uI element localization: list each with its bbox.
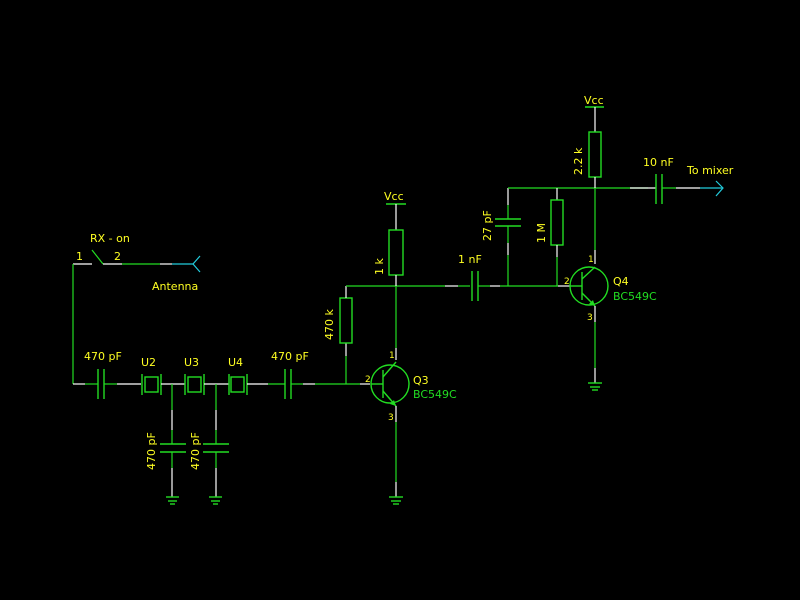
q3-ref: Q3 <box>413 374 429 387</box>
q3-coupling-capacitor[interactable]: 470 pF <box>271 350 309 399</box>
antenna-label: Antenna <box>152 280 198 293</box>
output-label[interactable]: To mixer <box>686 164 734 177</box>
ground-icon <box>209 496 222 505</box>
q3-coupling-cap-value: 470 pF <box>271 350 309 363</box>
crystal-u2-ref: U2 <box>141 356 156 369</box>
switch-pin-2: 2 <box>114 250 121 263</box>
q3-part: BC549C <box>413 388 457 401</box>
crystal-u3[interactable]: U3 <box>184 356 205 395</box>
output-cap-value: 10 nF <box>643 156 674 169</box>
q4-coupling-capacitor[interactable]: 1 nF <box>458 253 482 301</box>
crystal-u2[interactable]: U2 <box>141 356 162 395</box>
ground-icon <box>588 382 602 391</box>
switch-label: RX - on <box>90 232 130 245</box>
q3-bias-resistor-value: 470 k <box>323 309 336 340</box>
antenna-icon <box>192 255 201 273</box>
q4-coupling-cap-value: 1 nF <box>458 253 482 266</box>
q4-pin-base: 2 <box>564 277 570 287</box>
shunt-capacitor-1[interactable]: 470 pF <box>145 432 186 470</box>
q4-part: BC549C <box>613 290 657 303</box>
output-capacitor[interactable]: 10 nF <box>643 156 674 204</box>
q4-collector-resistor[interactable]: 2.2 k <box>572 131 602 178</box>
ground-icon <box>389 496 403 505</box>
q4-ref: Q4 <box>613 275 629 288</box>
switch-pin-1: 1 <box>76 250 83 263</box>
q4-bias-resistor[interactable]: 1 M <box>535 199 564 246</box>
q4-bias-resistor-value: 1 M <box>535 223 548 243</box>
crystal-u4-ref: U4 <box>228 356 243 369</box>
q4-pin-emitter: 3 <box>587 313 593 323</box>
q4-collector-resistor-value: 2.2 k <box>572 147 585 175</box>
shunt-cap-1-value: 470 pF <box>145 432 158 470</box>
vcc-q4-label: Vcc <box>584 94 604 107</box>
input-capacitor[interactable]: 470 pF <box>84 350 122 399</box>
crystal-u4[interactable]: U4 <box>228 356 248 395</box>
q3-bias-resistor[interactable]: 470 k <box>323 297 353 344</box>
transistor-q4[interactable]: 1 2 3 Q4 BC549C <box>564 255 657 323</box>
ground-icon <box>166 496 179 505</box>
transistor-q3[interactable]: 1 2 3 Q3 BC549C <box>365 351 457 423</box>
input-cap-value: 470 pF <box>84 350 122 363</box>
q3-pin-emitter: 3 <box>388 413 394 423</box>
q3-collector-resistor-value: 1 k <box>373 258 386 275</box>
q4-pin-collector: 1 <box>588 255 594 265</box>
q4-feedback-capacitor[interactable]: 27 pF <box>481 210 521 241</box>
rx-switch[interactable]: RX - on 1 2 <box>73 232 130 265</box>
q3-collector-resistor[interactable]: 1 k <box>373 229 404 276</box>
shunt-capacitor-2[interactable]: 470 pF <box>189 432 229 470</box>
output-arrow-icon <box>715 180 724 197</box>
q3-pin-base: 2 <box>365 375 371 385</box>
vcc-q3-label: Vcc <box>384 190 404 203</box>
q3-pin-collector: 1 <box>389 351 395 361</box>
vcc-q3: Vcc <box>384 190 406 205</box>
shunt-cap-2-value: 470 pF <box>189 432 202 470</box>
vcc-q4: Vcc <box>584 94 604 108</box>
q4-feedback-cap-value: 27 pF <box>481 210 494 241</box>
crystal-u3-ref: U3 <box>184 356 199 369</box>
